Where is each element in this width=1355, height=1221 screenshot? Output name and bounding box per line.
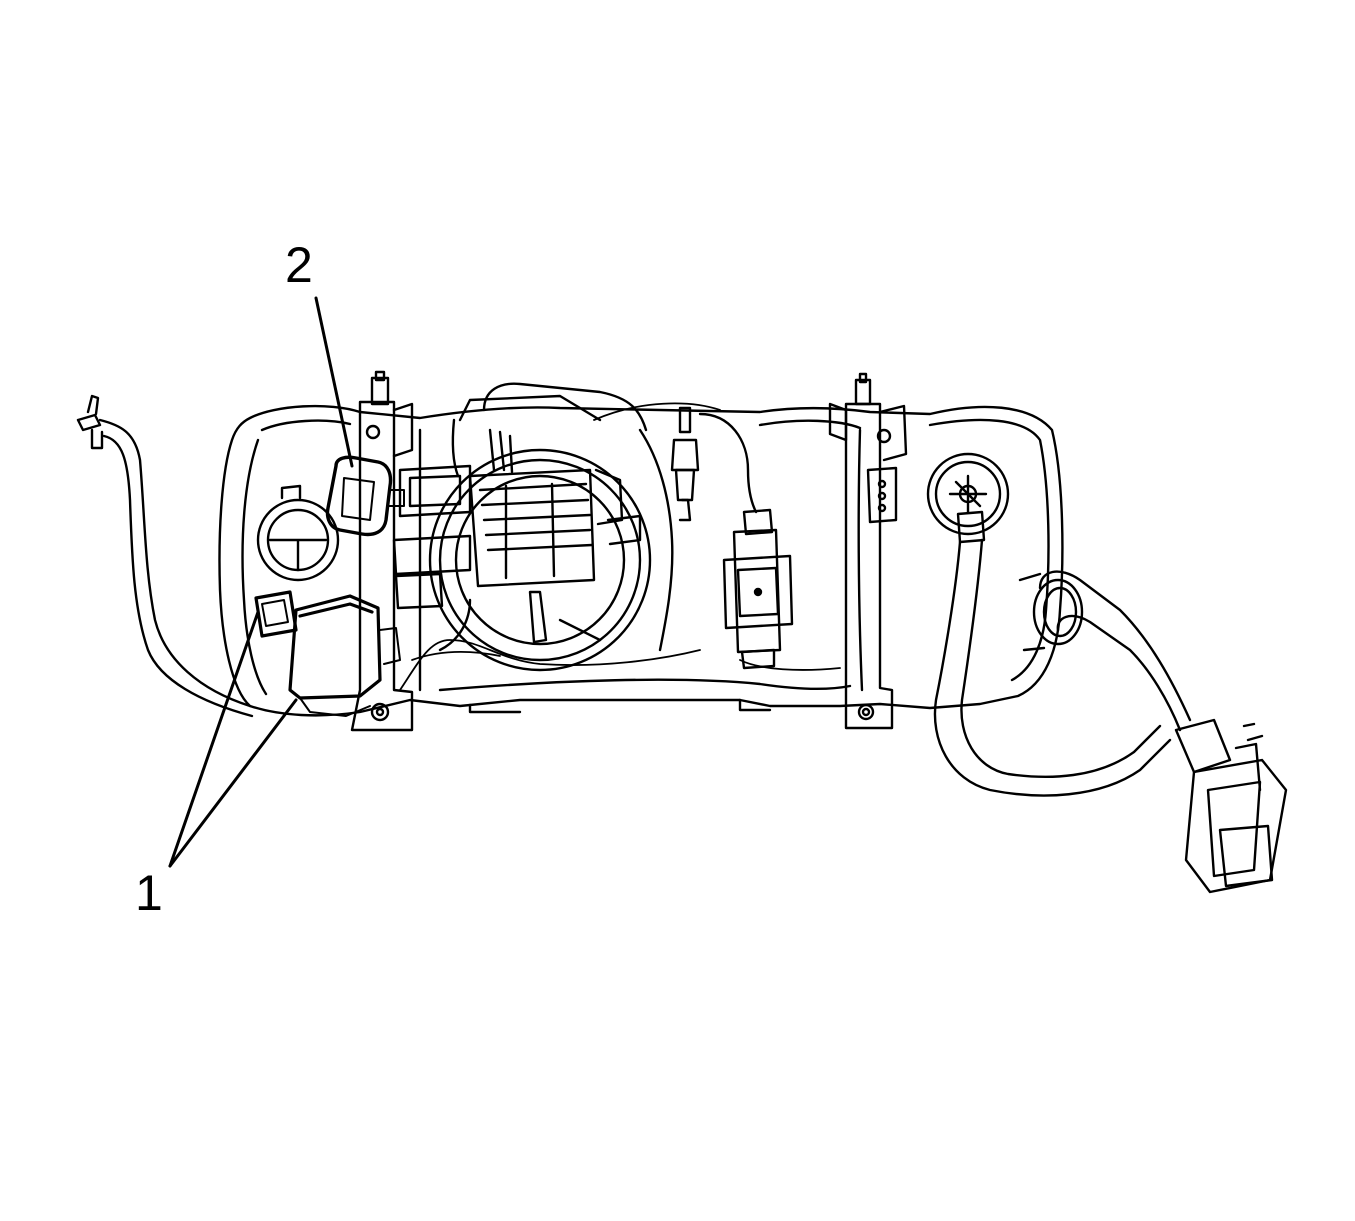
- fuel-tank-body: [218, 404, 1064, 717]
- callout-1-module: [254, 590, 401, 717]
- right-sender-cap: [926, 452, 1010, 536]
- callout-2-bracket: [325, 455, 405, 537]
- leader-line-1a: [168, 610, 260, 868]
- callout-label-2: 2: [285, 237, 313, 293]
- callout-leaders: [168, 296, 354, 868]
- filler-neck-hose: [933, 510, 1288, 894]
- wiring-harness: [399, 402, 841, 691]
- fuel-pump-module: [392, 382, 674, 672]
- left-fuel-line: [76, 394, 254, 718]
- left-tank-strap: [350, 370, 414, 732]
- callout-label-1: 1: [135, 865, 163, 921]
- left-sender-cap: [256, 484, 340, 582]
- right-tank-strap: [828, 372, 908, 730]
- leader-line-2: [314, 296, 354, 468]
- leader-line-1b: [168, 698, 298, 868]
- evap-canister: [722, 508, 794, 670]
- pressure-sensor: [670, 406, 758, 522]
